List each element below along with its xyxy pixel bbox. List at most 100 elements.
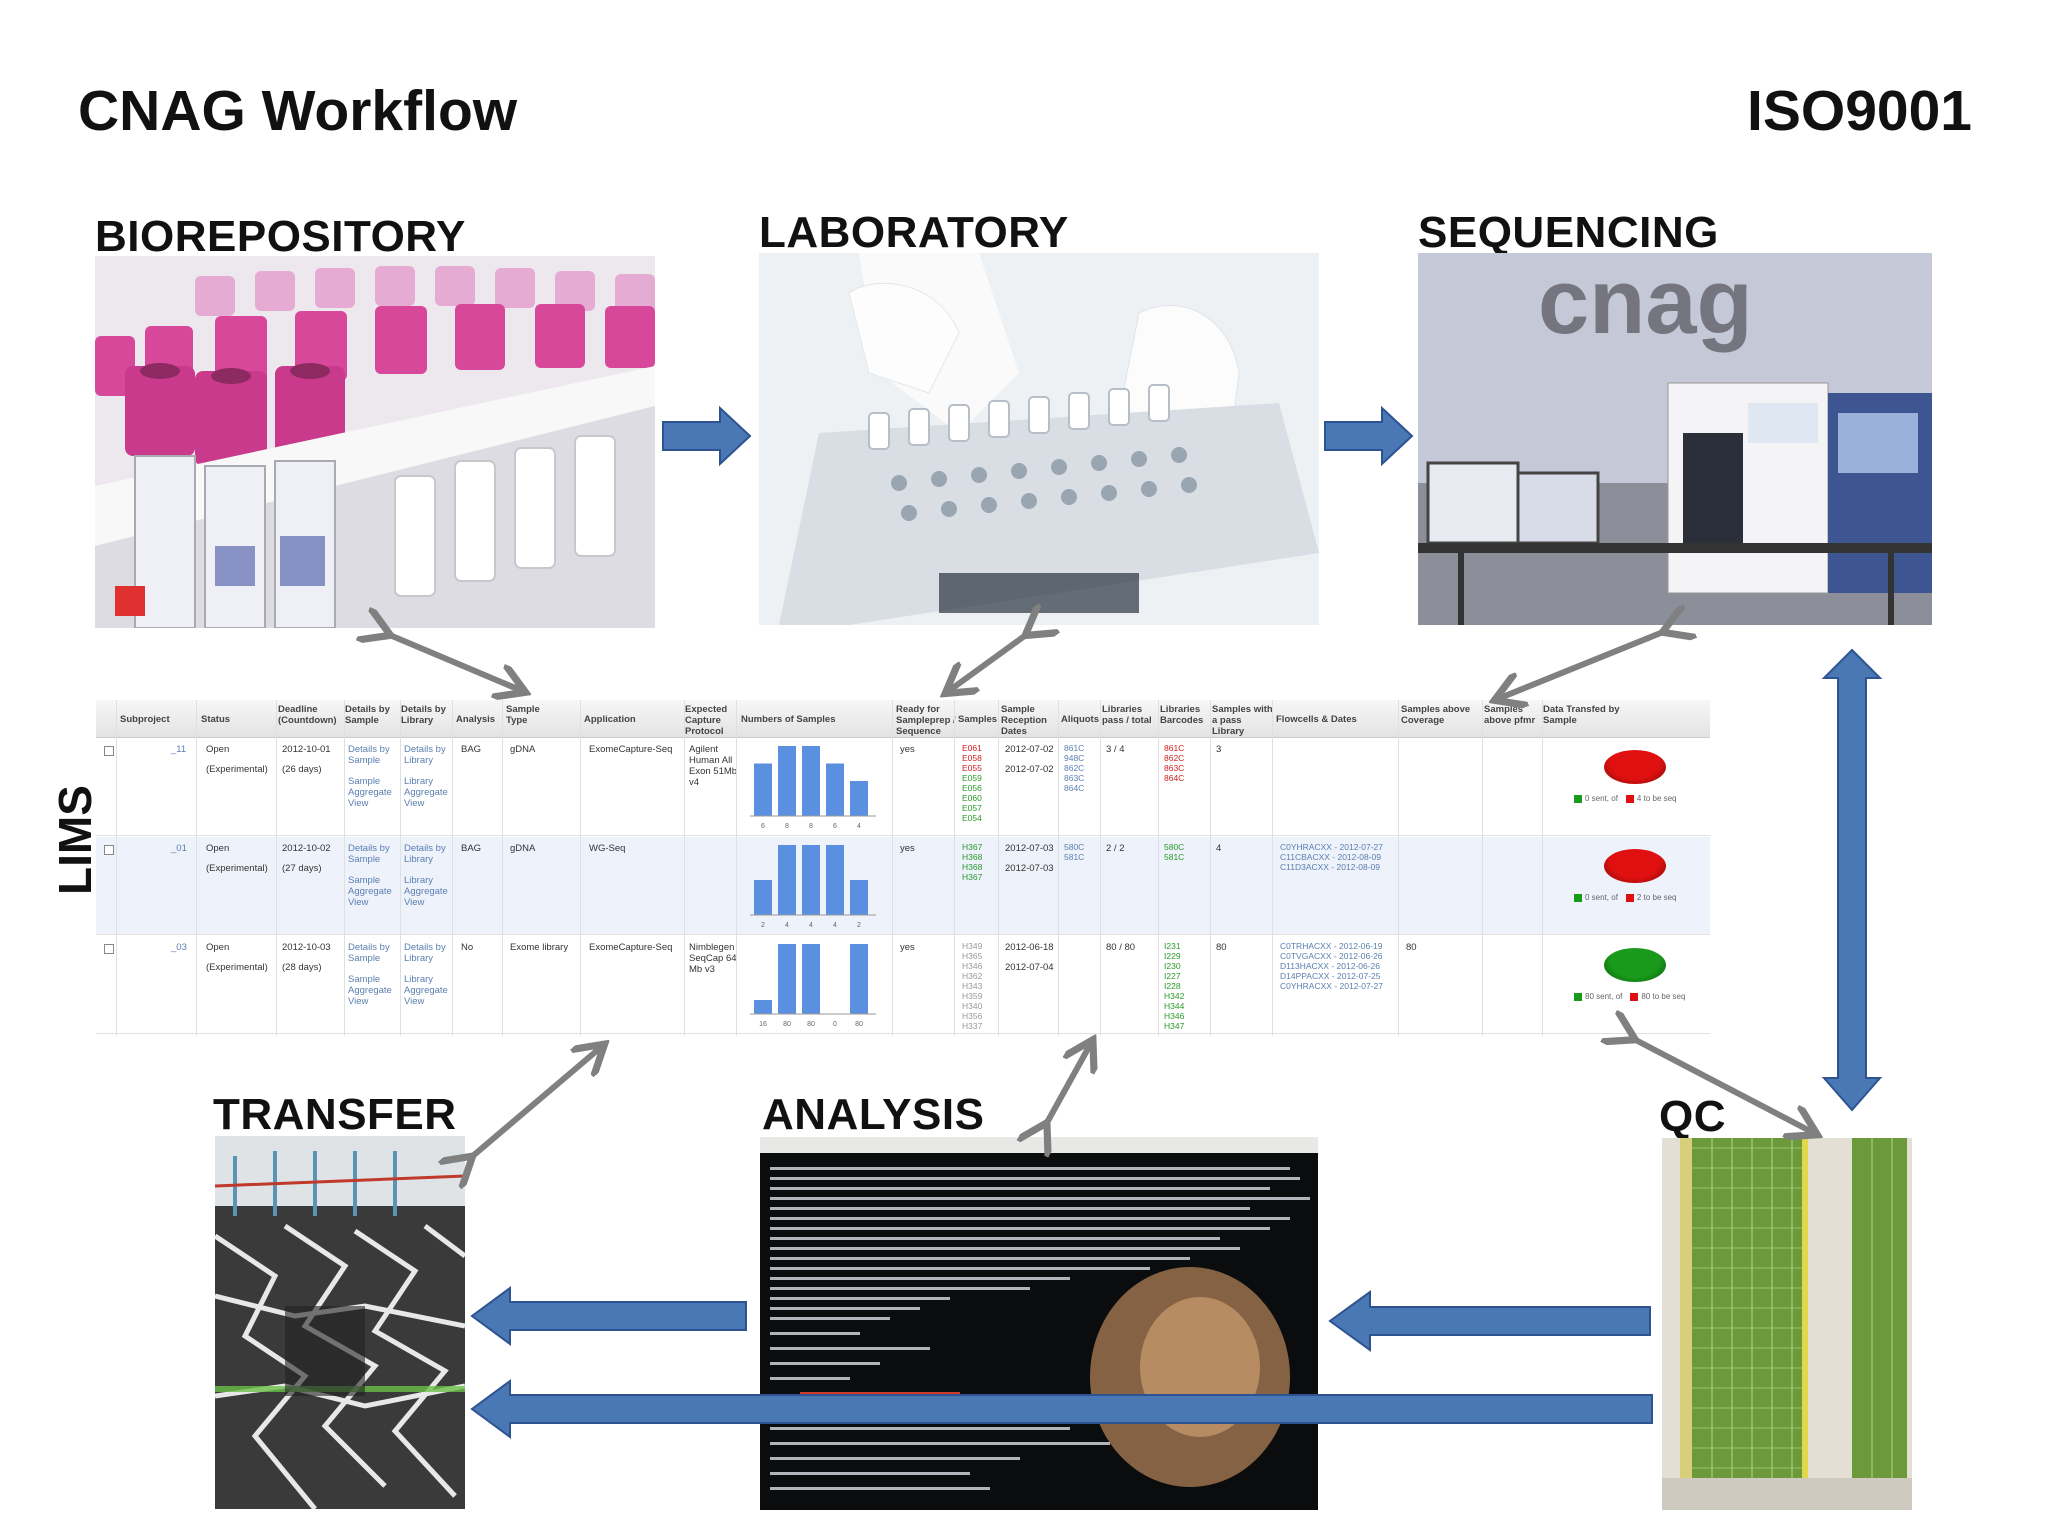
col-numbers: Numbers of Samples: [741, 714, 836, 725]
library-aggregate-link[interactable]: Library Aggregate View: [404, 875, 448, 908]
details-by-library-link[interactable]: Details by Library: [404, 942, 446, 964]
coverage-value: 80: [1406, 942, 1417, 953]
sample-id: H368: [962, 852, 983, 862]
sample-id: H343: [962, 981, 983, 991]
link-seq-lims: [1500, 630, 1668, 698]
deadline-date: 2012-10-03: [282, 942, 331, 953]
ready-value: yes: [900, 744, 915, 755]
aliquot-id: 948C: [1064, 753, 1085, 763]
flow-arrow-seq-qc-bidirectional: [1821, 648, 1883, 1112]
biorepository-photo: [95, 256, 655, 628]
analysis-photo: [760, 1137, 1318, 1510]
libraries-value: 80 / 80: [1106, 942, 1136, 953]
col-flowcells: Flowcells & Dates: [1276, 714, 1357, 725]
col-samples: Samples: [958, 714, 998, 725]
analysis-label: ANALYSIS: [762, 1090, 985, 1139]
flowcell-entry: D14PPACXX - 2012-07-25: [1280, 971, 1381, 981]
barcode-id: 580C: [1164, 842, 1185, 852]
sequencing-label: SEQUENCING: [1418, 208, 1719, 257]
lims-table-header: Subproject Status Deadline (Countdown) D…: [96, 700, 1710, 738]
protocol-value: Agilent Human All Exon 51Mb v4: [689, 744, 738, 788]
aliquot-id: 864C: [1064, 783, 1085, 793]
reception-date: 2012-07-02: [1005, 744, 1054, 755]
subproject-link[interactable]: _11: [171, 744, 187, 755]
pass-samples-value: 3: [1216, 744, 1222, 755]
bar-label: 16: [759, 1021, 767, 1028]
col-protocol: Expected Capture Protocol: [685, 704, 728, 737]
details-by-library-link[interactable]: Details by Library: [404, 744, 446, 766]
column-divider: [1482, 700, 1483, 1036]
details-by-sample-link[interactable]: Details by Sample: [348, 744, 390, 766]
column-divider: [276, 700, 277, 1036]
subproject-link[interactable]: _01: [171, 843, 187, 854]
legend-swatch-seq: [1630, 992, 1639, 1001]
bar: [754, 1000, 772, 1014]
barcode-id: H344: [1164, 1001, 1185, 1011]
column-divider: [400, 700, 401, 1036]
bar-label: 2: [761, 922, 765, 929]
row-checkbox[interactable]: [104, 944, 114, 954]
legend-sent-text: 0 sent, of: [1585, 893, 1618, 902]
library-aggregate-link[interactable]: Library Aggregate View: [404, 776, 448, 809]
sample-id: E057: [962, 803, 982, 813]
sample-aggregate-link[interactable]: Sample Aggregate View: [348, 776, 392, 809]
sample-id: H359: [962, 991, 983, 1001]
column-divider: [580, 700, 581, 1036]
legend-seq-text: 2 to be seq: [1636, 893, 1677, 902]
sample-id: E059: [962, 773, 982, 783]
deadline-countdown: (26 days): [282, 764, 322, 775]
col-analysis: Analysis: [456, 714, 496, 725]
reception-date: 2012-06-18: [1005, 942, 1054, 953]
barcode-id: 863C: [1164, 763, 1185, 773]
sequencing-photo: cnag: [1418, 253, 1932, 625]
barcode-id: H346: [1164, 1011, 1185, 1021]
bar-label: 4: [833, 922, 837, 929]
legend-swatch-sent: [1574, 992, 1582, 1001]
deadline-date: 2012-10-02: [282, 843, 331, 854]
pass-samples-value: 4: [1216, 843, 1222, 854]
col-reception: Sample Reception Dates: [1001, 704, 1047, 737]
row-checkbox[interactable]: [104, 746, 114, 756]
sample-id: H367: [962, 872, 983, 882]
bar-label: 4: [857, 823, 861, 830]
subproject-link[interactable]: _03: [171, 942, 187, 953]
barcode-id: I231: [1164, 941, 1181, 951]
biorepository-label: BIOREPOSITORY: [95, 212, 466, 261]
flow-arrow-biorepo-to-lab: [662, 405, 752, 467]
transfer-label: TRANSFER: [213, 1090, 457, 1139]
details-by-sample-link[interactable]: Details by Sample: [348, 942, 390, 964]
barcode-id: 861C: [1164, 743, 1185, 753]
details-by-sample-link[interactable]: Details by Sample: [348, 843, 390, 865]
flowcell-entry: C0TRHACXX - 2012-06-19: [1280, 941, 1383, 951]
bar: [802, 944, 820, 1014]
lims-table: Subproject Status Deadline (Countdown) D…: [96, 700, 1710, 1036]
library-aggregate-link[interactable]: Library Aggregate View: [404, 974, 448, 1007]
col-sample-type: Sample Type: [506, 704, 540, 726]
bar-label: 80: [807, 1021, 815, 1028]
transfer-status-pie: [1604, 849, 1666, 883]
sample-aggregate-link[interactable]: Sample Aggregate View: [348, 875, 392, 908]
details-by-library-link[interactable]: Details by Library: [404, 843, 446, 865]
row-checkbox[interactable]: [104, 845, 114, 855]
application-value: WG-Seq: [589, 843, 626, 854]
deadline-countdown: (27 days): [282, 863, 322, 874]
column-divider: [1158, 700, 1159, 1036]
pie-legend: 0 sent, of 2 to be seq: [1574, 893, 1677, 902]
column-divider: [684, 700, 685, 1036]
bar: [850, 781, 868, 816]
col-pfmr: Samples above pfmr: [1484, 704, 1536, 726]
sample-aggregate-link[interactable]: Sample Aggregate View: [348, 974, 392, 1007]
barcode-id: I227: [1164, 971, 1181, 981]
libraries-value: 3 / 4: [1106, 744, 1125, 755]
deadline-countdown: (28 days): [282, 962, 322, 973]
bar: [778, 845, 796, 915]
legend-swatch-sent: [1574, 893, 1582, 902]
bar: [826, 845, 844, 915]
analysis-value: BAG: [461, 744, 482, 755]
sample-id: E061: [962, 743, 982, 753]
